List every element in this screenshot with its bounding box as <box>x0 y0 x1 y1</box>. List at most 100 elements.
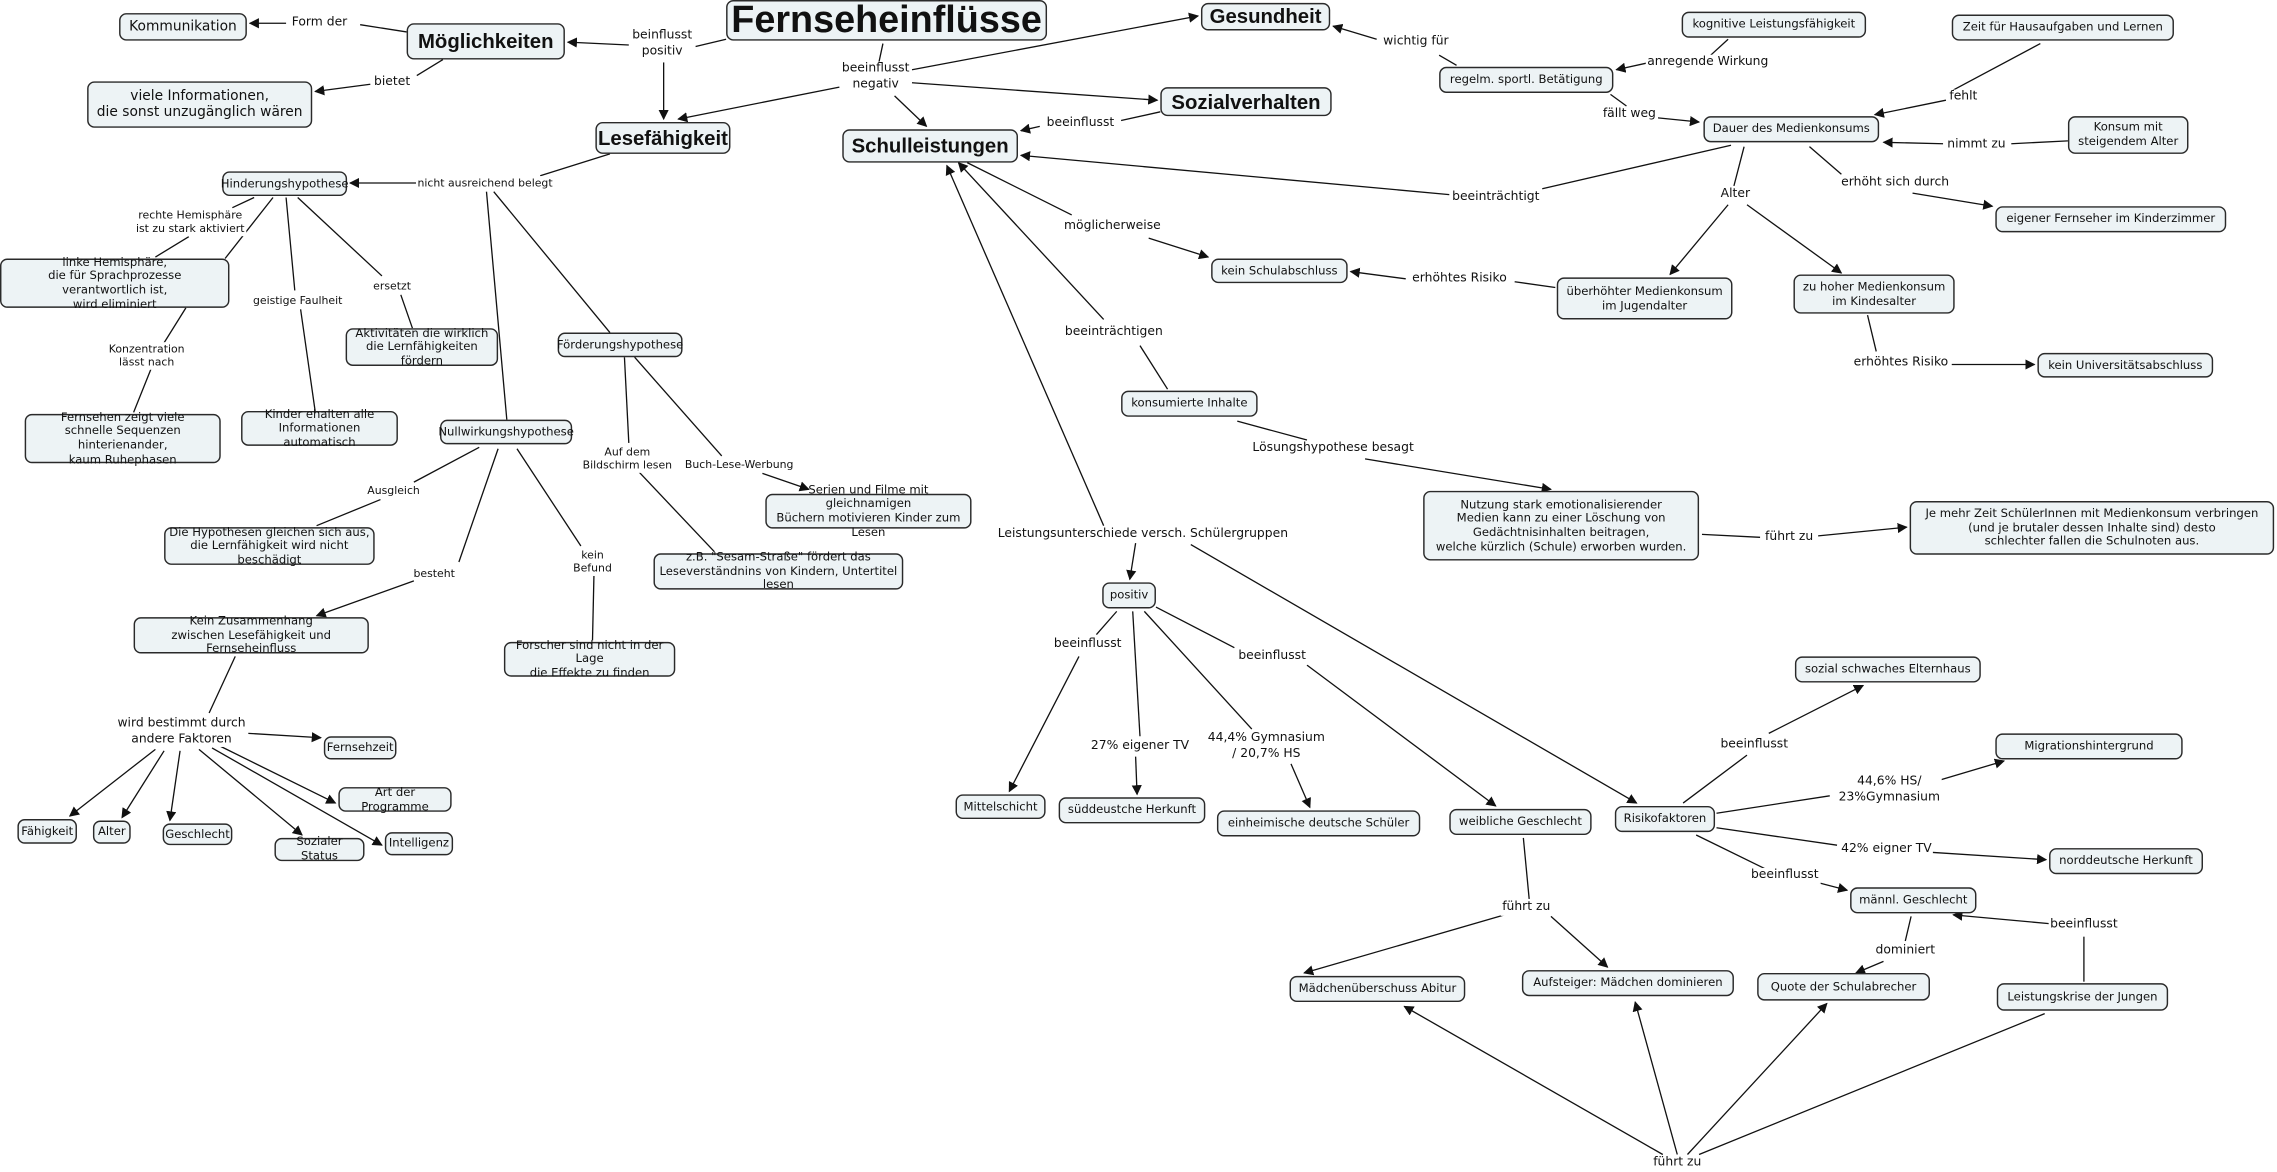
concept-node-leistungskrise[interactable]: Leistungskrise der Jungen <box>1996 983 2169 1011</box>
link-label-beeintraechtigt[interactable]: beeinträchtigt <box>1450 189 1541 206</box>
arrow-connector <box>1746 204 1843 274</box>
concept-node-foerderung[interactable]: Förderungshypothese <box>557 332 683 358</box>
concept-node-moeglichkeiten[interactable]: Möglichkeiten <box>406 23 565 60</box>
concept-node-nutzung[interactable]: Nutzung stark emotionalisierender Medien… <box>1423 490 1700 561</box>
concept-node-zeit-hausaufgaben[interactable]: Zeit für Hausaufgaben und Lernen <box>1951 14 2174 41</box>
concept-node-kein-schulabschluss[interactable]: kein Schulabschluss <box>1211 258 1348 284</box>
link-label-alter-link[interactable]: Alter <box>1719 186 1752 203</box>
concept-node-maedchen-abitur[interactable]: Mädchenüberschuss Abitur <box>1289 975 1466 1003</box>
concept-node-nullwirkung[interactable]: Nullwirkungshypothese <box>438 419 574 445</box>
concept-node-fernsehen-zeigt[interactable]: Fernsehen zeigt viele schnelle Sequenzen… <box>24 411 221 466</box>
link-label-eigener-tv-27[interactable]: 27% eigener TV <box>1089 738 1191 755</box>
concept-node-sueddeutsche[interactable]: süddeustche Herkunft <box>1058 797 1206 824</box>
concept-node-risikofaktoren[interactable]: Risikofaktoren <box>1614 805 1716 833</box>
concept-node-dauer[interactable]: Dauer des Medienkonsums <box>1703 116 1880 143</box>
concept-node-hinderung[interactable]: Hinderungshypothese <box>221 171 349 197</box>
link-label-nimmt-zu[interactable]: nimmt zu <box>1945 137 2008 153</box>
link-label-beeinflusst-negativ[interactable]: beeinflusst negativ <box>840 61 911 93</box>
link-label-dominiert[interactable]: dominiert <box>1874 943 1937 959</box>
link-label-beeintraechtigen[interactable]: beeinträchtigen <box>1063 324 1165 341</box>
concept-node-norddeutsche[interactable]: norddeutsche Herkunft <box>2049 848 2203 875</box>
concept-node-fernsehzeit[interactable]: Fernsehzeit <box>323 736 397 760</box>
concept-node-kinder-erhalten[interactable]: Kinder ehalten alle Informationen automa… <box>241 408 398 448</box>
concept-node-sesam[interactable]: z.B. "Sesam-Straße" fördert das Lesevers… <box>653 551 904 591</box>
concept-node-ueberhoehter[interactable]: überhöhter Medienkonsum im Jugendalter <box>1556 277 1733 320</box>
link-label-anregende-wirkung[interactable]: anregende Wirkung <box>1645 54 1770 71</box>
concept-node-zu-hoher[interactable]: zu hoher Medienkonsum im Kindesalter <box>1793 274 1955 314</box>
link-label-erhoeht-sich[interactable]: erhöht sich durch <box>1839 175 1951 191</box>
link-label-beeinflusst-risk-2[interactable]: beeinflusst <box>1749 867 1821 884</box>
concept-node-quote[interactable]: Quote der Schulabrecher <box>1757 972 1930 1001</box>
link-label-erhoehtes-risiko-2[interactable]: erhöhtes Risiko <box>1852 355 1950 371</box>
link-label-form-der[interactable]: Form der <box>290 15 349 31</box>
concept-node-einheimische[interactable]: einheimische deutsche Schüler <box>1216 810 1421 837</box>
link-label-wird-bestimmt[interactable]: wird bestimmt durch andere Faktoren <box>115 716 248 748</box>
link-label-besteht[interactable]: besteht <box>412 566 457 581</box>
concept-node-eigener-fernseher[interactable]: eigener Fernseher im Kinderzimmer <box>1995 206 2227 233</box>
concept-node-lesefaehigkeit[interactable]: Lesefähigkeit <box>595 121 731 154</box>
concept-node-aktivitaeten[interactable]: Aktivitäten die wirklich die Lernfähigke… <box>345 326 499 367</box>
concept-node-intelligenz[interactable]: Intelligenz <box>384 832 454 856</box>
concept-node-forscher[interactable]: Forscher sind nicht in der Lage die Effe… <box>503 638 676 679</box>
concept-node-sport[interactable]: regelm. sportl. Betätigung <box>1439 66 1614 93</box>
concept-node-alter[interactable]: Alter <box>92 820 131 844</box>
link-label-beeinflusst-pos-2[interactable]: beeinflusst <box>1236 648 1308 665</box>
link-label-beeinflusst-krise[interactable]: beeinflusst <box>2048 917 2120 933</box>
concept-node-geschlecht[interactable]: Geschlecht <box>162 823 233 846</box>
line-connector <box>1120 111 1161 122</box>
link-label-erhoehtes-risiko-1[interactable]: erhöhtes Risiko <box>1410 271 1509 287</box>
link-label-beeinflusst-risk-1[interactable]: beeinflusst <box>1719 737 1790 753</box>
concept-node-konsum-alter[interactable]: Konsum mit steigendem Alter <box>2067 116 2189 154</box>
concept-node-sozialverhalten[interactable]: Sozialverhalten <box>1160 87 1332 117</box>
line-connector <box>1904 916 1912 942</box>
link-label-fehlt[interactable]: fehlt <box>1947 89 1979 106</box>
link-label-wichtig-fuer[interactable]: wichtig für <box>1381 34 1451 50</box>
concept-node-gesundheit[interactable]: Gesundheit <box>1200 2 1331 31</box>
link-label-kein-befund[interactable]: kein Befund <box>571 548 614 576</box>
link-label-nicht-ausreichend[interactable]: nicht ausreichend belegt <box>415 176 555 190</box>
link-label-fuehrt-zu-1[interactable]: führt zu <box>1763 529 1815 546</box>
link-label-buch-lese[interactable]: Buch-Lese-Werbung <box>683 457 795 472</box>
link-label-hs-44[interactable]: 44,6% HS/ 23%Gymnasium <box>1837 774 1942 806</box>
concept-node-linke-hemisphaere[interactable]: linke Hemisphäre, die für Sprachprozesse… <box>0 255 230 310</box>
concept-node-mittelschicht[interactable]: Mittelschicht <box>955 794 1046 820</box>
concept-node-sozial-schwach[interactable]: sozial schwaches Elternhaus <box>1794 656 1981 683</box>
link-label-fuehrt-zu-3[interactable]: führt zu <box>1651 1155 1703 1171</box>
concept-node-aufsteiger[interactable]: Aufsteiger: Mädchen dominieren <box>1521 970 1734 997</box>
concept-node-schulleistungen[interactable]: Schulleistungen <box>842 129 1018 163</box>
concept-node-kein-zusammenhang[interactable]: Kein Zusammenhang zwischen Lesefähigkeit… <box>133 614 369 655</box>
link-label-eigner-tv-42[interactable]: 42% eigner TV <box>1839 841 1934 858</box>
concept-node-positiv[interactable]: positiv <box>1102 582 1156 609</box>
concept-node-weibliche[interactable]: weibliche Geschlecht <box>1449 808 1592 836</box>
concept-node-faehigkeit[interactable]: Fähigkeit <box>17 819 77 844</box>
link-label-faellt-weg[interactable]: fällt weg <box>1601 107 1658 123</box>
link-label-beinflusst-positiv[interactable]: beinflusst positiv <box>630 28 694 59</box>
link-label-moeglicherweise[interactable]: möglicherweise <box>1062 218 1163 235</box>
link-label-loesungshypothese[interactable]: Lösungshypothese besagt <box>1250 441 1416 457</box>
concept-node-kein-uni[interactable]: kein Universitätsabschluss <box>2037 352 2214 378</box>
link-label-bietet[interactable]: bietet <box>372 75 412 91</box>
concept-node-hypothesen-gleichen[interactable]: Die Hypothesen gleichen sich aus, die Le… <box>164 525 375 566</box>
link-label-beeinflusst-sozial[interactable]: beeinflusst <box>1045 115 1116 132</box>
concept-node-serien[interactable]: Serien und Filme mit gleichnamigen Büche… <box>765 483 972 538</box>
concept-node-maennl[interactable]: männl. Geschlecht <box>1850 887 1977 914</box>
link-label-ersetzt[interactable]: ersetzt <box>371 279 413 293</box>
concept-node-je-mehr[interactable]: Je mehr Zeit SchülerInnen mit Medienkons… <box>1909 501 2275 555</box>
concept-node-kognitive[interactable]: kognitive Leistungsfähigkeit <box>1681 11 1867 38</box>
map-title-node[interactable]: Fernseheinflüsse <box>726 0 1048 41</box>
concept-node-konsumierte-inhalte[interactable]: konsumierte Inhalte <box>1121 390 1258 417</box>
link-label-gymnasium-44[interactable]: 44,4% Gymnasium / 20,7% HS <box>1206 731 1327 762</box>
concept-node-kommunikation[interactable]: Kommunikation <box>119 13 247 41</box>
link-label-geistige-faulheit[interactable]: geistige Faulheit <box>251 293 344 308</box>
concept-node-sozialer-status[interactable]: Sozialer Status <box>274 836 365 863</box>
concept-node-art-programme[interactable]: Art der Programme <box>338 786 452 813</box>
link-label-rechte-hemisphaere[interactable]: rechte Hemisphäre ist zu stark aktiviert <box>134 208 246 236</box>
link-label-auf-dem-bildschirm[interactable]: Auf dem Bildschirm lesen <box>581 445 674 473</box>
link-label-konzentration[interactable]: Konzentration lässt nach <box>107 342 187 370</box>
link-label-beeinflusst-pos-1[interactable]: beeinflusst <box>1052 637 1123 653</box>
link-label-ausgleich[interactable]: Ausgleich <box>365 484 422 498</box>
concept-node-migration[interactable]: Migrationshintergrund <box>1995 733 2183 760</box>
concept-node-viele-informationen[interactable]: viele Informationen, die sonst unzugängl… <box>87 81 313 128</box>
link-label-fuehrt-zu-2[interactable]: führt zu <box>1500 899 1552 916</box>
link-label-leistungsunterschiede[interactable]: Leistungsunterschiede versch. Schülergru… <box>996 526 1290 543</box>
